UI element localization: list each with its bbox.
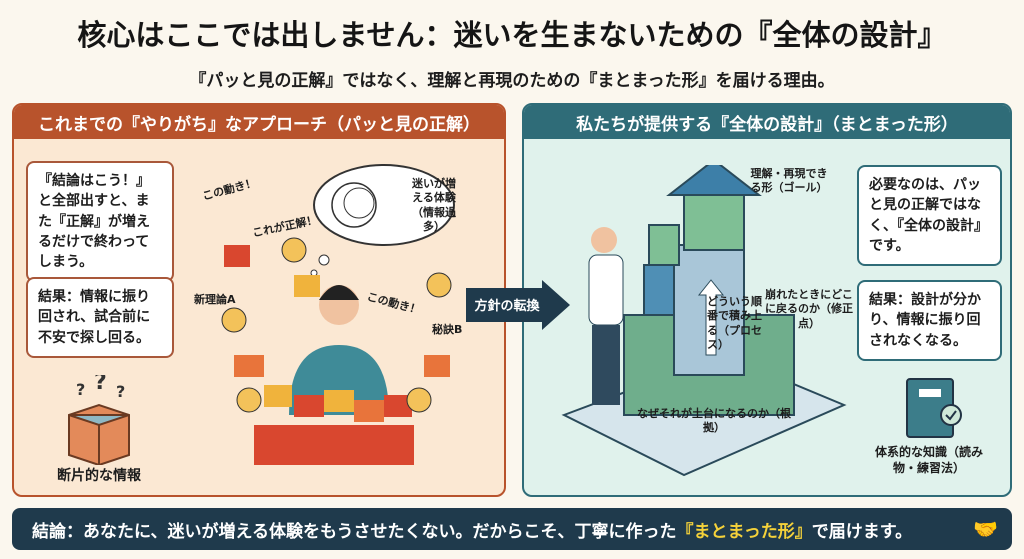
foundation-label: なぜそれが土台になるのか（根拠） (637, 407, 791, 435)
right-box-1: 必要なのは、パッと見の正解ではなく、『全体の設計』です。 (857, 165, 1002, 267)
svg-text:?: ? (116, 382, 125, 401)
page-title: 核心はここでは出しません：迷いを生まないための『全体の設計』 (77, 18, 947, 52)
page-subtitle: 『パッと見の正解』ではなく、理解と再現のための『まとまった形』を届ける理由。 (189, 71, 835, 91)
puzzle-box-icon: ??? (68, 375, 130, 465)
fix-point-label: 崩れたときにどこに戻るのか（修正点） (765, 288, 853, 330)
label-shin-riron-a: 新理論A (194, 293, 236, 306)
left-panel-header: これまでの『やりがち』なアプローチ（パッと見の正解） (14, 105, 504, 139)
label-hiketsu-b: 秘訣B (432, 323, 463, 336)
left-box-2: 結果：情報に振り回され、試合前に不安で探し回る。 (26, 277, 174, 358)
handshake-icon: 🤝 (973, 517, 998, 541)
right-panel-header: 私たちが提供する『全体の設計』（まとまった形） (524, 105, 1010, 139)
left-box-1: 『結論はこう！』と全部出すと、また『正解』が増えるだけで終わってしまう。 (26, 161, 174, 283)
svg-text:?: ? (76, 380, 85, 399)
transition-label: 方針の転換 (474, 299, 540, 314)
confused-person-illustration (221, 164, 455, 465)
process-label: どういう順番で積み上る（プロセス） (707, 295, 762, 351)
book-check-icon (906, 378, 962, 438)
thought-cloud-text: 迷いが増える体験（情報過多） (412, 177, 456, 233)
svg-text:?: ? (94, 375, 107, 395)
right-panel: 私たちが提供する『全体の設計』（まとまった形） 理解・再現できる形（ゴール） ど… (522, 103, 1012, 497)
conclusion-highlight: 『まとまった形』 (676, 521, 812, 542)
transition-arrow-icon (466, 280, 570, 330)
goal-label: 理解・再現できる形（ゴール） (750, 167, 828, 195)
left-panel: これまでの『やりがち』なアプローチ（パッと見の正解） 『結論はこう！』と全部出す… (12, 103, 506, 497)
conclusion-bar: 結論：あなたに、迷いが増える体験をもうさせたくない。だからこそ、丁寧に作った『ま… (12, 508, 1012, 550)
conclusion-text: 結論：あなたに、迷いが増える体験をもうさせたくない。だからこそ、丁寧に作った (32, 521, 677, 542)
fragmented-info-label: 断片的な情報 (57, 468, 141, 484)
building-blocks-illustration (561, 165, 847, 477)
systematic-knowledge-label: 体系的な知識（読み物・練習法） (874, 445, 983, 475)
right-box-2: 結果：設計が分かり、情報に振り回されなくなる。 (857, 280, 1002, 361)
conclusion-text-end: で届けます。 (811, 521, 913, 542)
